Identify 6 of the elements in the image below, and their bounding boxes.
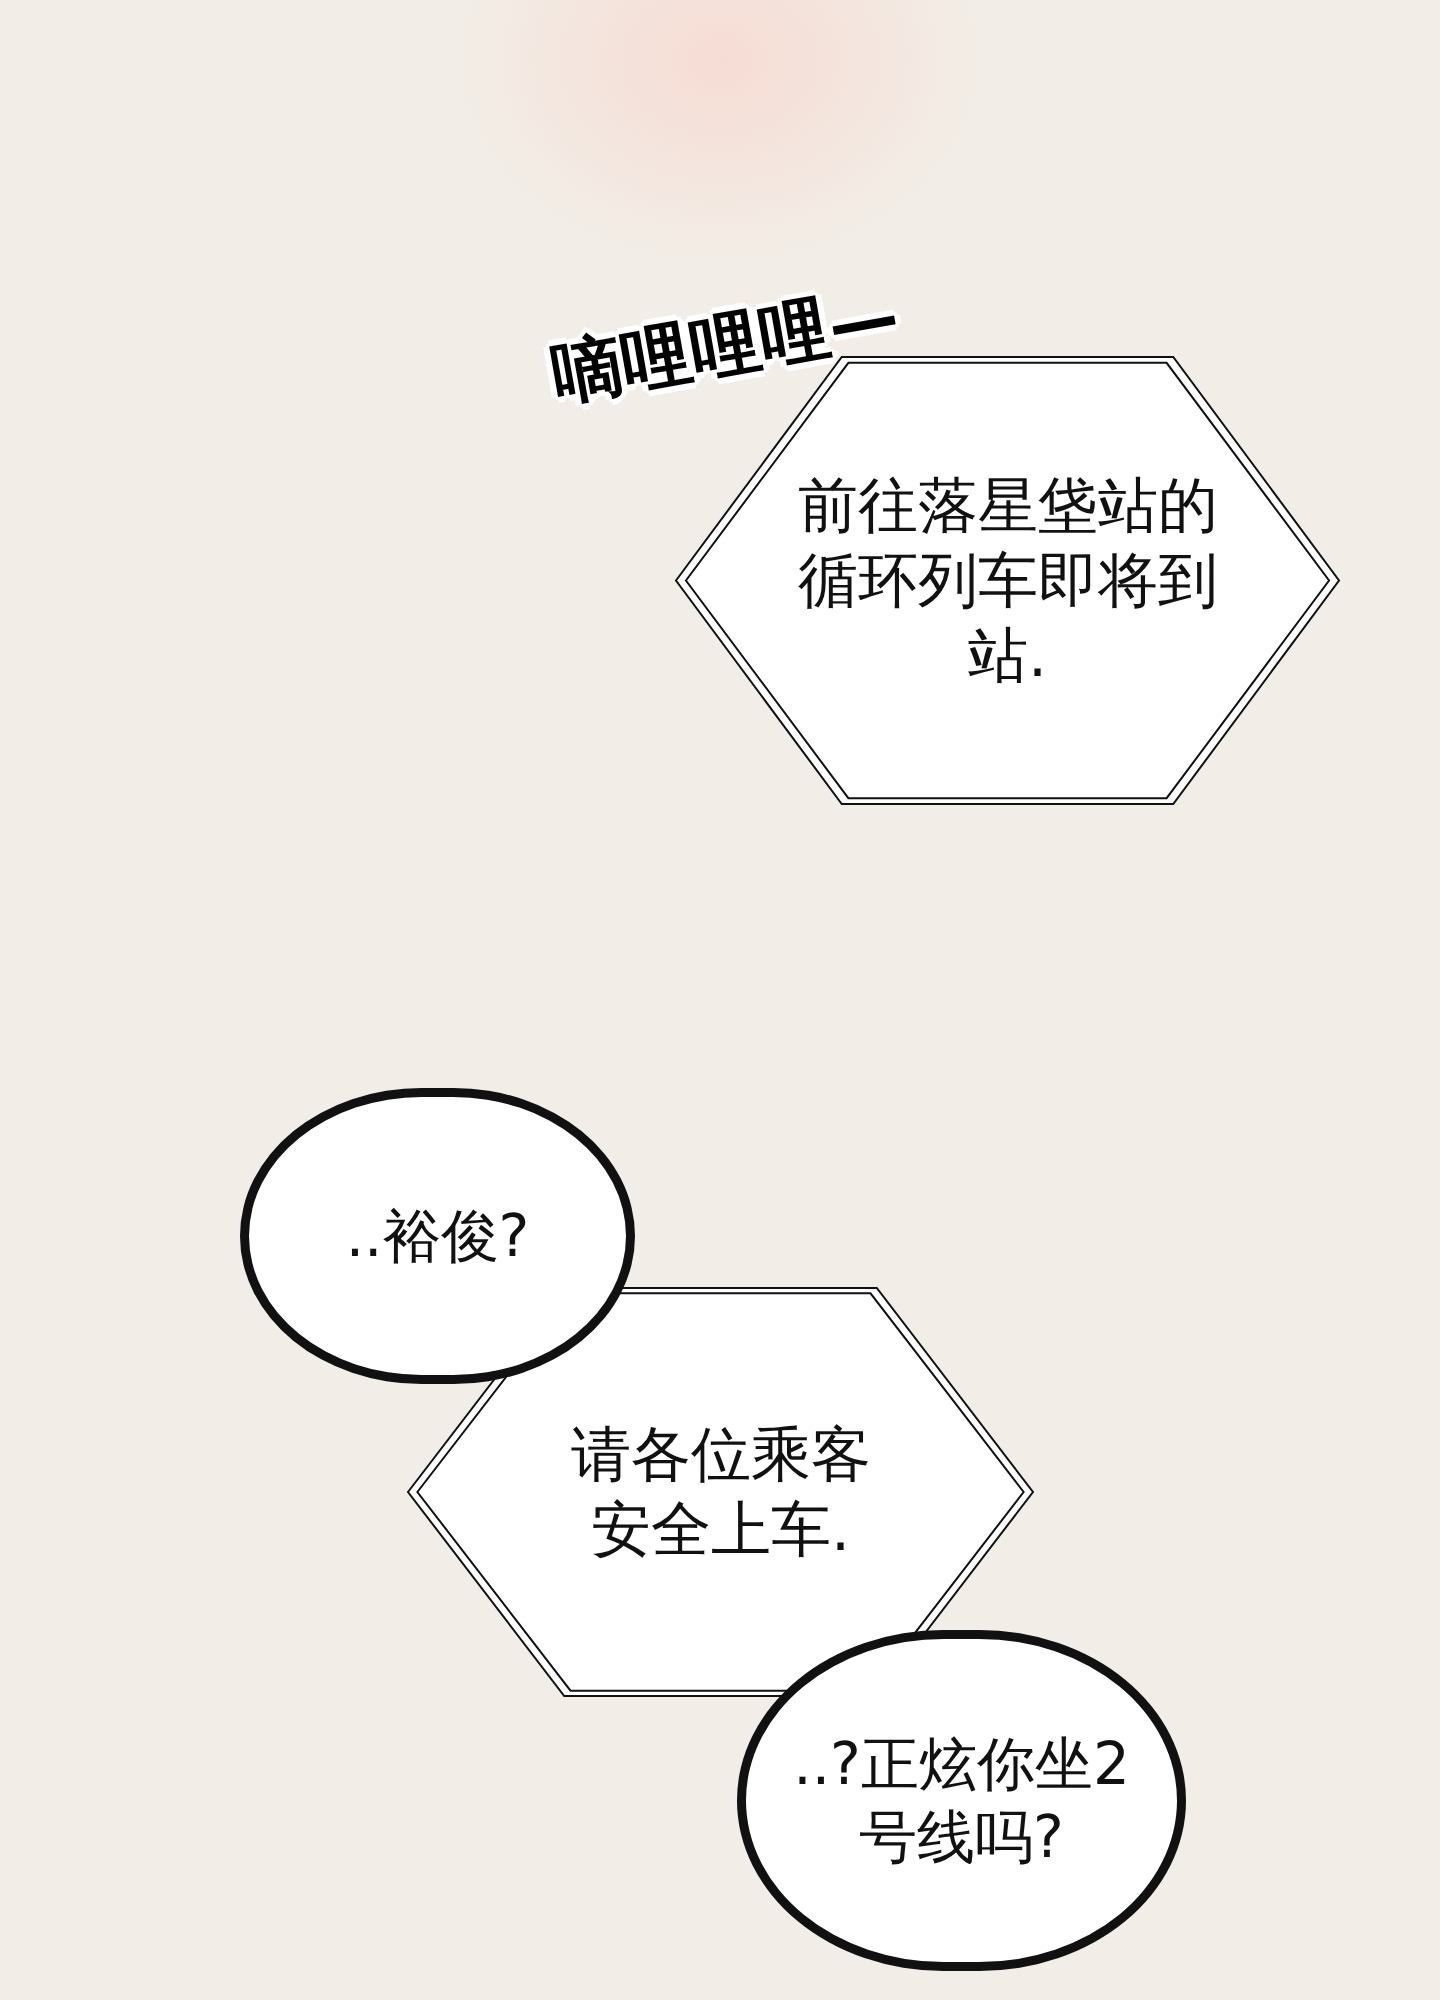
dialogue-text: 前往落星垡站的循环列车即将到站. xyxy=(797,469,1218,692)
dialogue-text: ..裕俊? xyxy=(344,1200,531,1272)
dialogue-text: ..?正炫你坐2号线吗? xyxy=(792,1729,1131,1873)
dialogue-text: 请各位乘客安全上车. xyxy=(569,1418,872,1566)
sound-effect-text: 嘀哩哩哩— xyxy=(545,273,906,418)
hexagon-speech-bubble xyxy=(408,1288,1033,1696)
